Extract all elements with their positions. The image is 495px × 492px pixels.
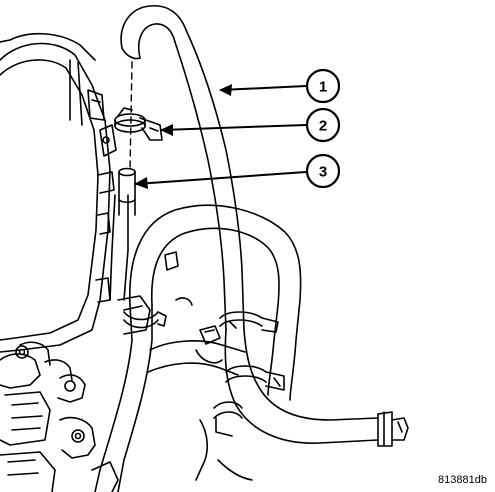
assembly-guide-line [129, 61, 133, 171]
arrowhead-2 [160, 124, 173, 136]
leader-arrowheads [134, 84, 232, 189]
callout-circle-2 [305, 107, 341, 143]
arrowhead-3 [134, 177, 148, 189]
leader-line-3 [135, 171, 307, 185]
leader-lines [135, 85, 307, 185]
callout-number-1: 1 [319, 79, 327, 96]
callout-number-3: 3 [319, 164, 327, 181]
spring-clamps [123, 311, 285, 437]
callout-circle-1 [305, 68, 341, 104]
callout-circle-3 [305, 153, 341, 189]
upper-hose [120, 5, 245, 331]
callout-1: 1 [305, 68, 341, 104]
callout-number-2: 2 [319, 118, 327, 135]
leader-line-2 [161, 124, 307, 131]
engine-background [0, 32, 151, 492]
lower-hose-elbow [224, 329, 409, 447]
arrowhead-1 [219, 84, 232, 96]
misc-detail [164, 251, 253, 481]
hose-fitting [118, 167, 136, 216]
figure-id-label: 813881db [438, 474, 487, 486]
heater-hose-loop [94, 204, 302, 492]
callout-2: 2 [305, 107, 341, 143]
hose-clamp [114, 107, 163, 141]
callout-3: 3 [305, 153, 341, 189]
leader-line-1 [220, 85, 307, 91]
